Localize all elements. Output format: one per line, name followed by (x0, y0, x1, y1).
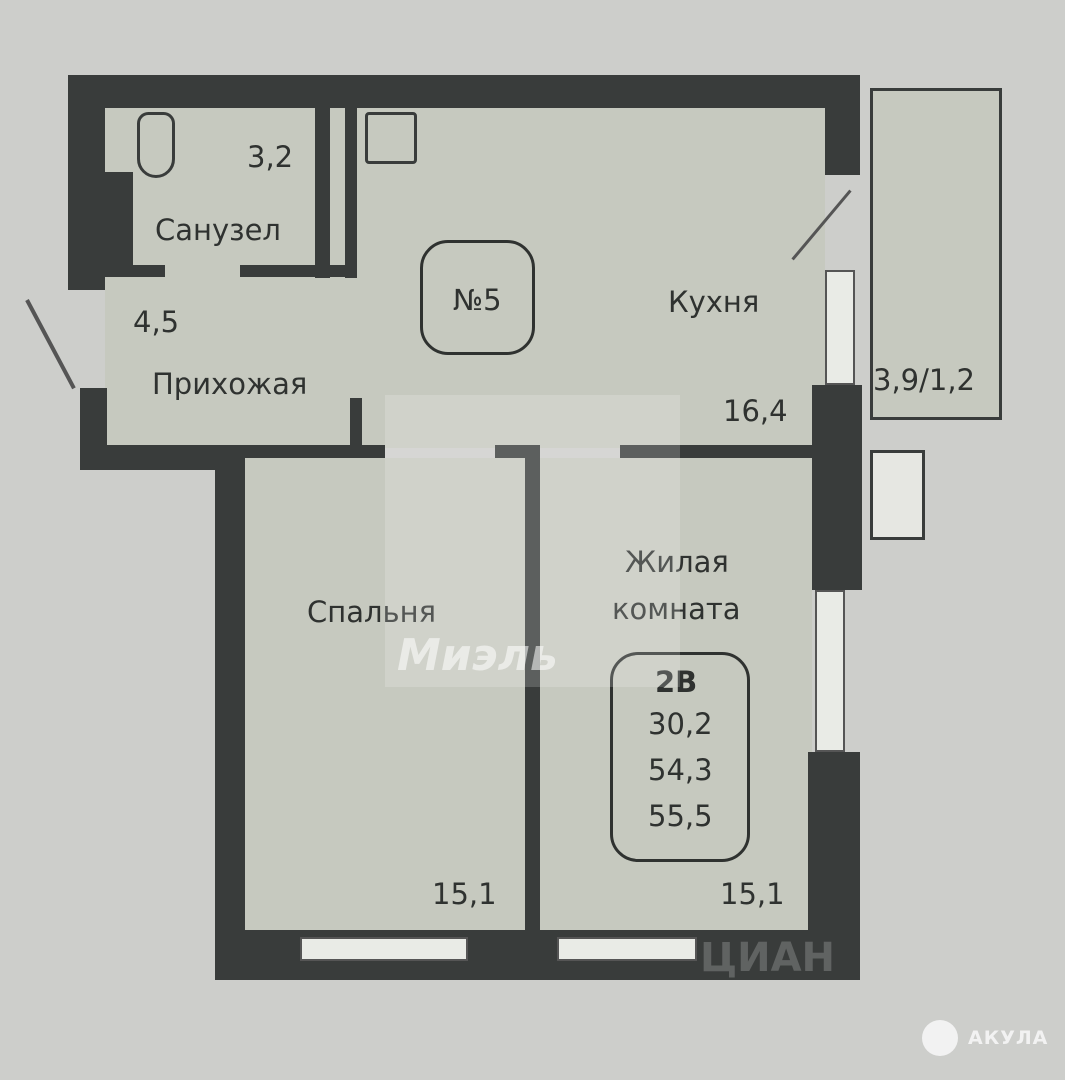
living-room-name-2: комната (612, 592, 741, 626)
akula-logo: АКУЛА (922, 1020, 1048, 1056)
entrance-door-leaf (25, 299, 76, 390)
corner-watermark: ЦИАН (700, 935, 836, 981)
living-room-floor (540, 458, 812, 933)
window-living-bottom (557, 937, 697, 961)
kitchen-name: Кухня (668, 285, 760, 319)
wall-stub (350, 398, 362, 448)
living-area: 30,2 (648, 707, 713, 741)
kitchen-hall-floor (105, 108, 825, 448)
sink-icon (365, 112, 417, 164)
wall-left-upper (68, 75, 105, 290)
watermark-text: Миэль (397, 630, 558, 681)
total-area: 54,3 (648, 753, 713, 787)
wall-bathroom-bottom-right (240, 265, 345, 277)
wall-divider-top (495, 445, 540, 458)
wall-bathroom-right (315, 108, 330, 278)
wall-top (68, 75, 860, 108)
watermark-box: Миэль (385, 395, 680, 687)
apartment-number: №5 (453, 283, 502, 317)
shark-icon (922, 1020, 958, 1056)
living-room-name-1: Жилая (625, 545, 729, 579)
wall-bath-niche (105, 172, 133, 272)
balcony-area: 3,9/1,2 (873, 363, 976, 397)
hallway-area: 4,5 (133, 305, 180, 339)
toilet-icon (137, 112, 175, 178)
total-area-with-balcony: 55,5 (648, 799, 713, 833)
wall-room-divider (525, 445, 540, 935)
summary-badge: 2В 30,2 54,3 55,5 (610, 652, 750, 862)
apartment-number-badge: №5 (420, 240, 535, 355)
window-bedroom (300, 937, 468, 961)
wall-right-top (825, 75, 860, 175)
wall-right-bottom (808, 752, 860, 980)
hallway-name: Прихожая (152, 367, 308, 401)
window-living (815, 590, 845, 752)
bedroom-floor (245, 458, 525, 933)
apartment-type: 2В (655, 665, 698, 699)
bedroom-name: Спальня (307, 595, 437, 629)
kitchen-area: 16,4 (723, 394, 788, 428)
bedroom-area: 15,1 (432, 877, 497, 911)
wall-right-mid (812, 385, 862, 590)
wall-bedroom-top (245, 445, 385, 458)
balcony (870, 88, 1002, 420)
logo-text: АКУЛА (968, 1027, 1049, 1049)
living-room-area: 15,1 (720, 877, 785, 911)
bathroom-area: 3,2 (247, 140, 294, 174)
wall-living-top (620, 445, 815, 458)
balcony-small (870, 450, 925, 540)
window-kitchen (825, 270, 855, 385)
wall-bedroom-left (215, 445, 245, 980)
bathroom-name: Санузел (155, 213, 281, 247)
wall-shaft (345, 108, 357, 278)
